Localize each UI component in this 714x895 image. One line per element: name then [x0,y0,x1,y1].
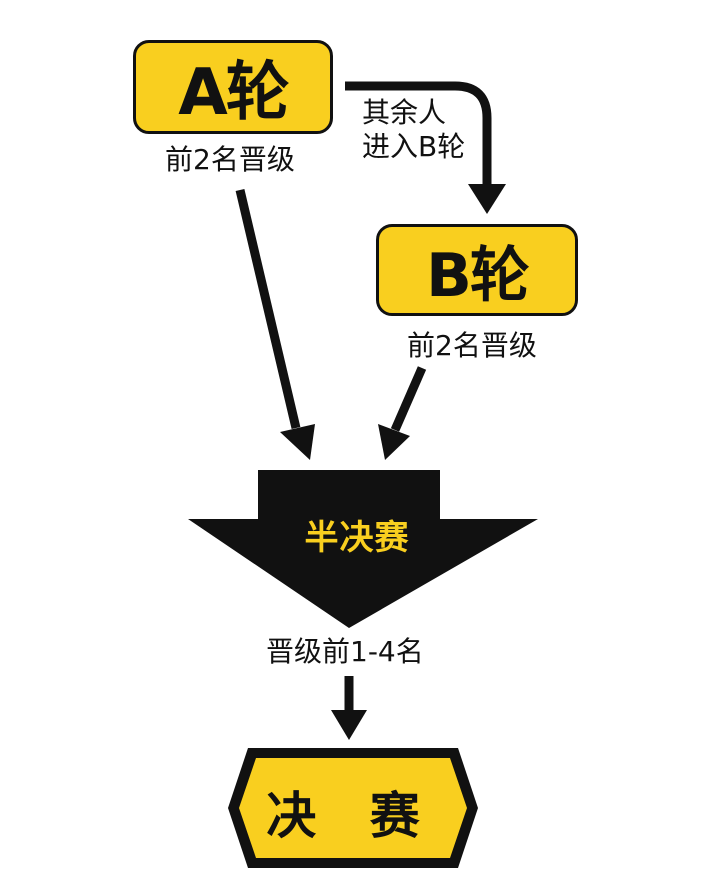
final-title: 决 赛 [266,787,438,845]
round-b-advance-label: 前2名晋级 [407,329,537,362]
semifinal-arrow-shape [188,470,538,628]
arrow-semifinal-to-final-head [331,710,367,740]
arrow-a-to-semifinal [235,188,301,430]
transfer-note: 其余人 进入B轮 [362,96,466,165]
round-a-advance-label: 前2名晋级 [165,143,295,176]
arrow-a-to-semifinal-head [280,424,315,460]
round-a-title: A轮 [178,56,290,130]
transfer-note-line2: 进入B轮 [362,130,466,163]
round-b-box: B轮 [376,224,578,316]
round-a-box: A轮 [133,40,333,134]
final-badge-inner [239,758,467,858]
arrow-b-to-semifinal [390,366,427,432]
arrow-a-to-b-head [468,184,506,214]
semifinal-title: 半决赛 [304,518,410,558]
transfer-note-line1: 其余人 [362,96,447,129]
round-b-title: B轮 [426,240,530,311]
arrow-a-to-b [345,81,492,190]
semifinal-advance-label: 晋级前1-4名 [266,635,424,668]
arrow-b-to-semifinal-head [378,424,410,460]
